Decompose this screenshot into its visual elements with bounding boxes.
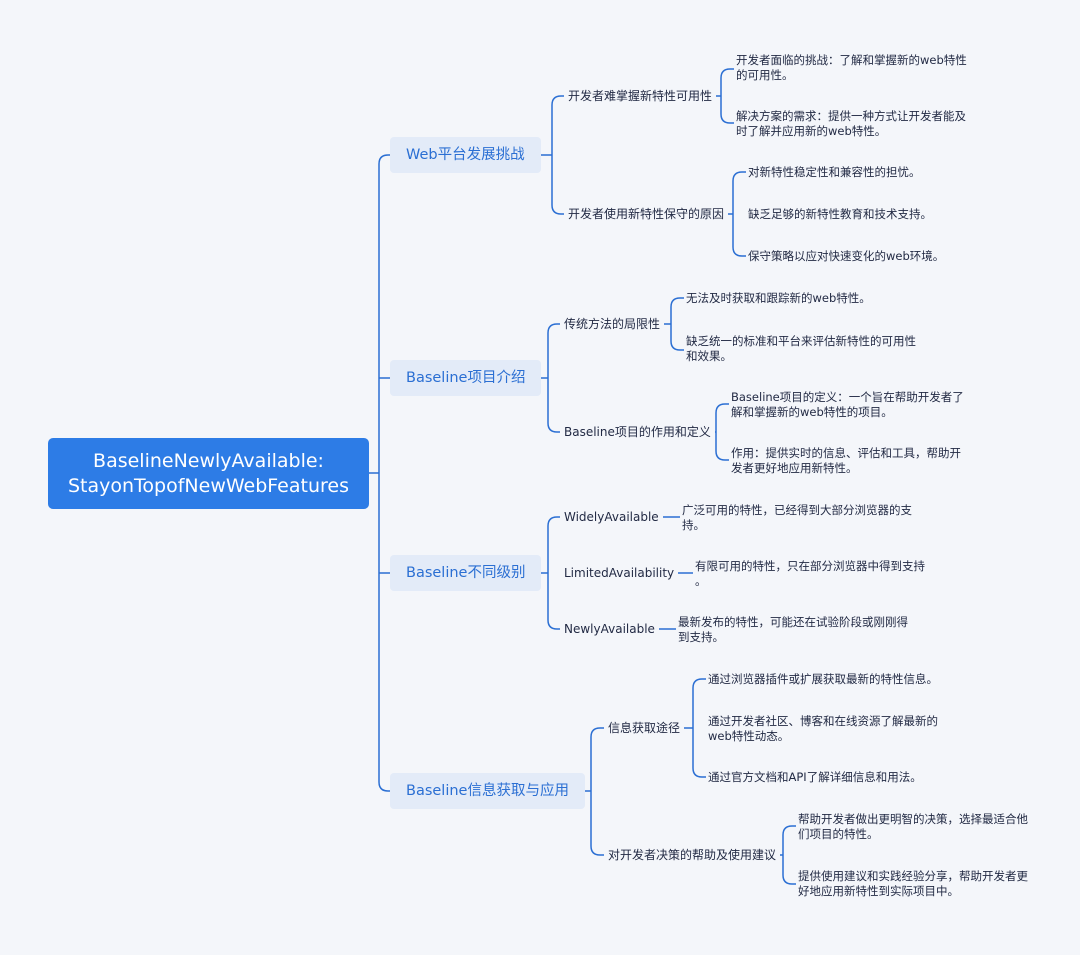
subtopic-limited-availability[interactable]: LimitedAvailability [560,565,679,581]
subtopic-widely-available[interactable]: WidelyAvailable [560,509,663,525]
subtopic-traditional-limits[interactable]: 传统方法的局限性 [560,316,665,332]
branch-baseline-intro[interactable]: Baseline项目介绍 [390,360,542,396]
leaf-cannot-track[interactable]: 无法及时获取和跟踪新的web特性。 [684,291,873,306]
leaf-solution-need[interactable]: 解决方案的需求：提供一种方式让开发者能及 时了解并应用新的web特性。 [734,109,968,138]
subtopic-conservative-reasons[interactable]: 开发者使用新特性保守的原因 [564,206,729,222]
subtopic-info-channels[interactable]: 信息获取途径 [604,720,685,736]
leaf-baseline-function[interactable]: 作用：提供实时的信息、评估和工具，帮助开 发者更好地应用新特性。 [729,446,963,475]
leaf-official-docs[interactable]: 通过官方文档和API了解详细信息和用法。 [706,770,924,785]
leaf-usage-advice[interactable]: 提供使用建议和实践经验分享，帮助开发者更 好地应用新特性到实际项目中。 [796,869,1030,898]
leaf-conservative-strategy[interactable]: 保守策略以应对快速变化的web环境。 [746,249,947,264]
leaf-community-resources[interactable]: 通过开发者社区、博客和在线资源了解最新的 web特性动态。 [706,714,940,743]
branch-web-platform-challenges[interactable]: Web平台发展挑战 [390,137,541,173]
subtopic-decision-help[interactable]: 对开发者决策的帮助及使用建议 [604,847,781,863]
branch-baseline-levels[interactable]: Baseline不同级别 [390,555,542,591]
leaf-stability-concern[interactable]: 对新特性稳定性和兼容性的担忧。 [746,165,923,180]
subtopic-feature-availability[interactable]: 开发者难掌握新特性可用性 [564,88,717,104]
leaf-widely-available-desc[interactable]: 广泛可用的特性，已经得到大部分浏览器的支 持。 [680,503,914,532]
leaf-no-unified-standard[interactable]: 缺乏统一的标准和平台来评估新特性的可用性 和效果。 [684,334,918,363]
leaf-baseline-definition[interactable]: Baseline项目的定义：一个旨在帮助开发者了 解和掌握新的web特性的项目。 [729,390,966,419]
leaf-browser-extension[interactable]: 通过浏览器插件或扩展获取最新的特性信息。 [706,672,940,687]
leaf-developer-challenge[interactable]: 开发者面临的挑战：了解和掌握新的web特性 的可用性。 [734,53,969,82]
root-title-line-1: BaselineNewlyAvailable: [93,449,324,472]
subtopic-baseline-role[interactable]: Baseline项目的作用和定义 [560,424,715,440]
branch-baseline-info-usage[interactable]: Baseline信息获取与应用 [390,773,585,809]
subtopic-newly-available[interactable]: NewlyAvailable [560,621,659,637]
leaf-lack-education[interactable]: 缺乏足够的新特性教育和技术支持。 [746,207,934,222]
leaf-better-decisions[interactable]: 帮助开发者做出更明智的决策，选择最适合他 们项目的特性。 [796,812,1030,841]
leaf-limited-availability-desc[interactable]: 有限可用的特性，只在部分浏览器中得到支持 。 [693,559,927,588]
root-topic[interactable]: BaselineNewlyAvailable: StayonTopofNewWe… [48,438,369,509]
leaf-newly-available-desc[interactable]: 最新发布的特性，可能还在试验阶段或刚刚得 到支持。 [676,615,910,644]
root-title-line-2: StayonTopofNewWebFeatures [67,474,349,497]
